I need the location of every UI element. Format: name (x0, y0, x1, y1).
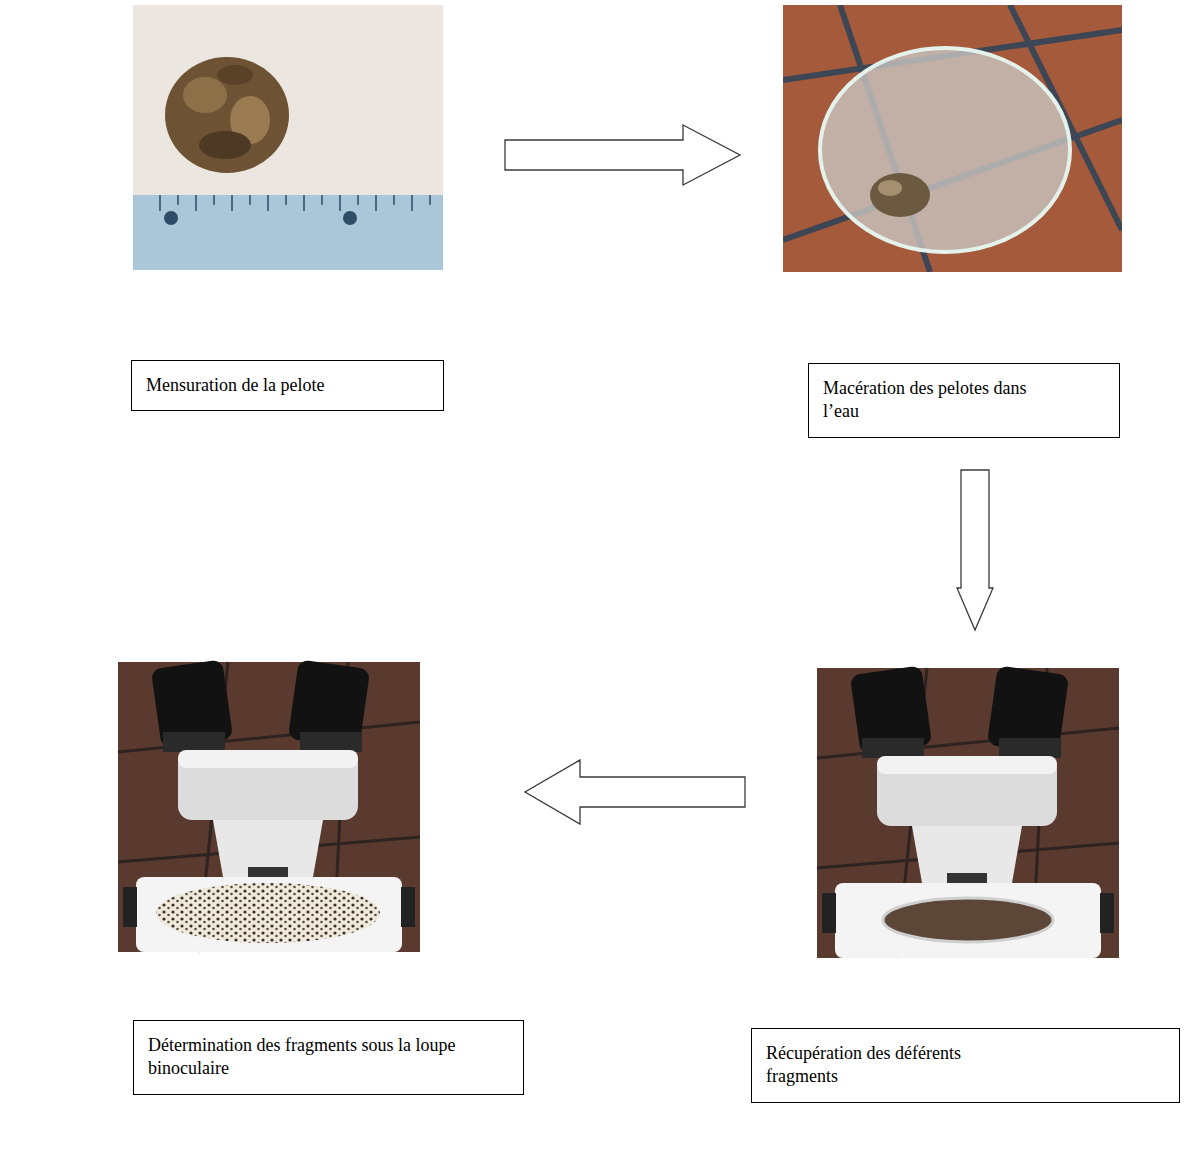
pellet-lump (878, 180, 902, 196)
pellet (870, 173, 930, 217)
pellet-photo (133, 5, 443, 270)
petri-on-stage (883, 898, 1053, 942)
pellet (165, 57, 289, 173)
ruler (133, 195, 443, 270)
caption-box: Mensuration de la pelote (131, 360, 444, 411)
microscope-photo (118, 659, 420, 952)
ruler-mark (164, 211, 178, 225)
flow-arrow (525, 760, 745, 824)
lit-sample (156, 883, 380, 943)
pellet-lump (199, 131, 251, 159)
flow-arrow (957, 470, 993, 630)
microscope-photo (817, 665, 1119, 958)
pellet-lump (217, 65, 253, 85)
tile-joints (783, 5, 1122, 272)
microscope (118, 659, 420, 952)
petri-photo (783, 5, 1122, 272)
ruler-mark (343, 211, 357, 225)
pellet-lump (183, 77, 227, 113)
step-label: Macération des pelotes dans l’eau (823, 377, 1028, 424)
caption-box: Détermination des fragments sous la loup… (133, 1020, 524, 1095)
step-node: Récupération des déférents fragments (745, 630, 1185, 1110)
caption-box: Récupération des déférents fragments (751, 1028, 1180, 1103)
caption-box: Macération des pelotes dans l’eau (808, 363, 1120, 438)
step-node: Détermination des fragments sous la loup… (110, 630, 525, 1100)
step-label: Mensuration de la pelote (146, 374, 429, 397)
photo-ground (133, 5, 443, 270)
flow-arrow (505, 125, 740, 185)
microscope (817, 665, 1119, 958)
step-node: Mensuration de la pelote (110, 0, 505, 440)
tile-floor (783, 5, 1122, 272)
step-label: Détermination des fragments sous la loup… (148, 1034, 509, 1081)
step-label: Récupération des déférents fragments (766, 1042, 1006, 1089)
step-node: Macération des pelotes dans l’eau (740, 0, 1135, 470)
petri-dish (820, 48, 1070, 252)
ruler-ticks (160, 195, 430, 211)
